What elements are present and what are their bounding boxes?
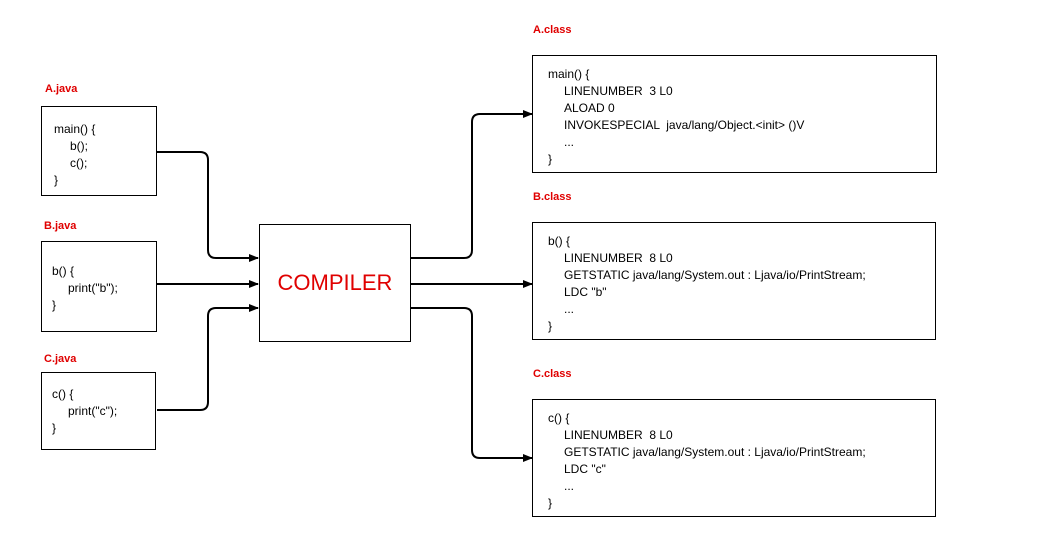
code-line: ... (564, 302, 575, 316)
c-class-code: c() { LINENUMBER 8 L0 GETSTATIC java/lan… (548, 410, 866, 512)
c-class-box: c() { LINENUMBER 8 L0 GETSTATIC java/lan… (532, 399, 936, 517)
arrow-a-java-to-compiler (157, 151, 259, 262)
code-line: } (54, 173, 59, 187)
code-line: LINENUMBER 3 L0 (564, 84, 673, 98)
code-line: } (548, 152, 553, 166)
code-line: } (548, 319, 553, 333)
compiler-label: COMPILER (277, 270, 393, 295)
a-java-code: main() { b(); c(); } (54, 121, 95, 189)
b-class-box: b() { LINENUMBER 8 L0 GETSTATIC java/lan… (532, 222, 936, 340)
code-line: ... (564, 135, 575, 149)
code-line: } (52, 298, 57, 312)
code-line: print("c"); (68, 404, 118, 418)
arrow-c-java-to-compiler (157, 304, 259, 411)
code-line: main() { (54, 122, 96, 136)
code-line: ... (564, 479, 575, 493)
code-line: b() { (548, 234, 571, 248)
code-line: b() { (52, 264, 75, 278)
a-class-label: A.class (533, 24, 572, 36)
code-line: GETSTATIC java/lang/System.out : Ljava/i… (564, 445, 866, 459)
code-line: main() { (548, 67, 590, 81)
code-line: LDC "c" (564, 462, 606, 476)
code-line: } (548, 496, 553, 510)
code-line: print("b"); (68, 281, 118, 295)
arrow-compiler-to-a-class (411, 110, 533, 259)
code-line: ALOAD 0 (564, 101, 615, 115)
code-line: LINENUMBER 8 L0 (564, 428, 673, 442)
b-java-label: B.java (44, 220, 77, 232)
code-line: b(); (70, 139, 88, 153)
code-line: c() { (548, 411, 570, 425)
code-line: } (52, 421, 57, 435)
b-java-box: b() { print("b"); } (41, 241, 157, 332)
code-line: GETSTATIC java/lang/System.out : Ljava/i… (564, 268, 866, 282)
c-java-code: c() { print("c"); } (52, 386, 117, 437)
code-line: LDC "b" (564, 285, 607, 299)
a-class-box: main() { LINENUMBER 3 L0 ALOAD 0 INVOKES… (532, 55, 937, 173)
code-line: c() { (52, 387, 74, 401)
code-line: LINENUMBER 8 L0 (564, 251, 673, 265)
arrow-compiler-to-c-class (411, 307, 533, 462)
a-class-code: main() { LINENUMBER 3 L0 ALOAD 0 INVOKES… (548, 66, 804, 168)
code-line: INVOKESPECIAL java/lang/Object.<init> ()… (564, 118, 805, 132)
code-line: c(); (70, 156, 88, 170)
a-java-box: main() { b(); c(); } (41, 106, 157, 196)
a-java-label: A.java (45, 83, 78, 95)
b-class-label: B.class (533, 191, 572, 203)
c-java-box: c() { print("c"); } (41, 372, 156, 450)
compiler-box: COMPILER (259, 224, 411, 342)
b-class-code: b() { LINENUMBER 8 L0 GETSTATIC java/lan… (548, 233, 866, 335)
b-java-code: b() { print("b"); } (52, 263, 118, 314)
c-class-label: C.class (533, 368, 572, 380)
c-java-label: C.java (44, 353, 77, 365)
